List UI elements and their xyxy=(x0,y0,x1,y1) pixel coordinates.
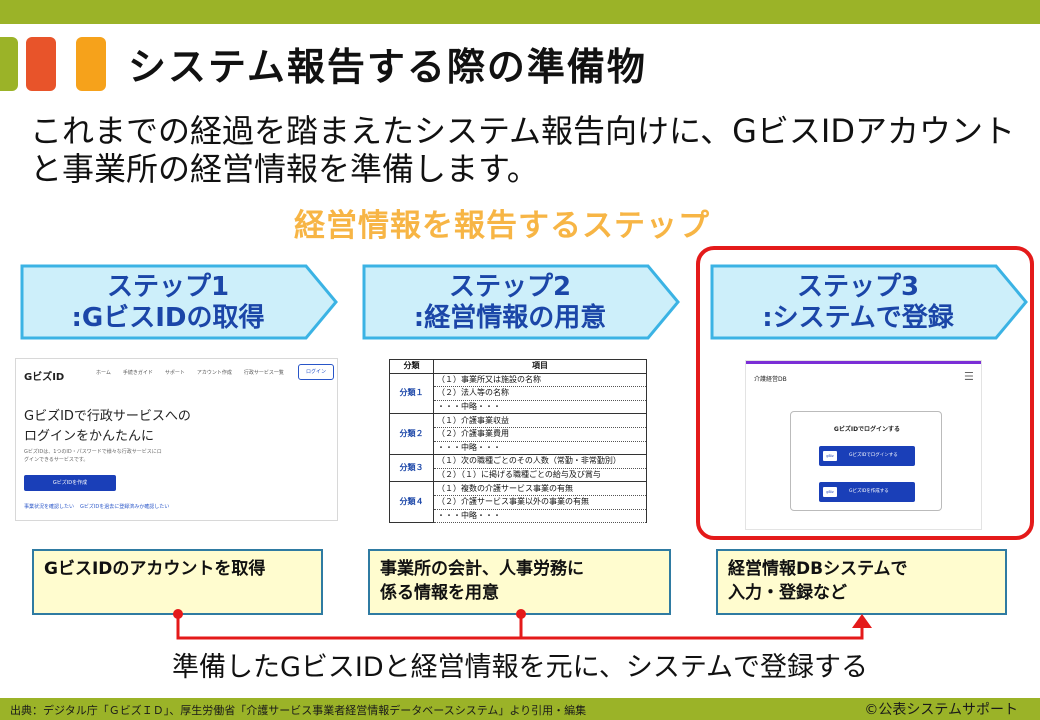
table-item: （２）介護サービス事業以外の事業の有無 xyxy=(433,494,647,510)
table-header: 項目 xyxy=(433,359,647,374)
table-row: 分類４ （１）複数の介護サービス事業の有無 xyxy=(389,481,647,524)
step-2-text: ステップ2 :経営情報の用意 xyxy=(362,272,658,334)
gbizid-nav-item: ホーム xyxy=(96,370,111,376)
step-3-number: ステップ3 xyxy=(796,272,920,302)
table-item: （１）次の職種ごとのその人数（常勤・非常勤別） xyxy=(433,454,647,469)
info-box-2-line2: 係る情報を用意 xyxy=(380,583,499,603)
step-1-number: ステップ1 xyxy=(106,272,230,302)
top-accent-bar xyxy=(0,0,1040,24)
step-arrow-shape xyxy=(20,264,338,340)
gbizid-links: 事業状況を確認したい GビズIDを過去に登録済みか確認したい xyxy=(24,503,169,510)
gbizid-nav-item: アカウント作成 xyxy=(196,370,232,376)
table-row: 分類３ （１）次の職種ごとのその人数（常勤・非常勤別） xyxy=(389,454,647,483)
info-box-2-line1: 事業所の会計、人事労務に xyxy=(380,559,584,579)
table-category: 分類３ xyxy=(389,454,434,483)
summary-text: 準備したGビスIDと経営情報を元に、システムで登録する xyxy=(171,652,869,683)
db-login-button: gBiz GビズIDでログインする xyxy=(819,446,915,466)
table-item: （１）複数の介護サービス事業の有無 xyxy=(433,481,647,496)
table-item: （１）事業所又は施設の名称 xyxy=(433,372,647,388)
gbizid-login-button: ログイン xyxy=(298,364,334,380)
db-login-card: GビズIDでログインする gBiz GビズIDでログインする gBiz GビズI… xyxy=(790,411,942,511)
gbiz-badge-icon: gBiz xyxy=(823,451,837,461)
gbizid-nav-item: 手続きガイド xyxy=(122,370,153,376)
step-arrow-shape xyxy=(362,264,680,340)
arrowhead-icon xyxy=(852,614,872,628)
table-item: ・・・中略・・・ xyxy=(433,399,647,415)
gbizid-description: GビズIDは、1つのID・パスワードで様々な行政サービスにログインできるサービス… xyxy=(24,449,162,463)
gbiz-badge-icon: gBiz xyxy=(823,487,837,497)
kaigo-db-screenshot: 介護経営DB ☰ GビズIDでログインする gBiz GビズIDでログインする … xyxy=(745,360,982,530)
table-item: （２）（１）に掲げる職種ごとの給与及び賞与 xyxy=(433,467,647,483)
slide-title: システム報告する際の準備物 xyxy=(128,45,647,89)
table-item: （２）法人等の名称 xyxy=(433,386,647,401)
info-box-3: 経営情報DBシステムで 入力・登録など xyxy=(716,549,1007,615)
info-box-2: 事業所の会計、人事労務に 係る情報を用意 xyxy=(368,549,671,615)
gbizid-link: 事業状況を確認したい xyxy=(24,504,75,510)
table-item: （２）介護事業費用 xyxy=(433,426,647,442)
bottom-accent-bar xyxy=(0,698,1040,720)
step-3-highlight-frame xyxy=(696,246,1034,540)
step-1-arrow: ステップ1 :GビスIDの取得 xyxy=(20,264,340,340)
step-3-text: ステップ3 :システムで登録 xyxy=(710,272,1006,334)
footer-source: 出典：デジタル庁「ＧビズＩＤ」、厚生労働省「介護サービス事業者経営情報データベー… xyxy=(10,704,587,717)
table-item: （１）介護事業収益 xyxy=(433,413,647,428)
footer-copyright: ©公表システムサポート xyxy=(864,702,1018,718)
step-3-label: :システムで登録 xyxy=(762,303,954,333)
step-2-number: ステップ2 xyxy=(448,272,572,302)
gbizid-nav-item: サポート xyxy=(164,370,185,376)
gbizid-logo: GビズID xyxy=(24,372,65,383)
table-header-row: 分類 項目 xyxy=(389,359,647,374)
step-1-text: ステップ1 :GビスIDの取得 xyxy=(20,272,316,334)
info-box-3-line2: 入力・登録など xyxy=(728,583,847,603)
title-decoration-orange xyxy=(76,37,106,91)
management-info-table: 分類 項目 分類１ （１）事業所又は施設の名称 （２）法人等の名称 ・・・中略・… xyxy=(389,359,647,524)
gbizid-nav-item: 行政サービス一覧 xyxy=(243,370,284,376)
table-category: 分類１ xyxy=(389,372,434,415)
title-decoration-red xyxy=(26,37,56,91)
title-decoration-green xyxy=(0,37,18,91)
db-app-name: 介護経営DB xyxy=(754,376,787,383)
table-row: ・・・中略・・・ xyxy=(390,508,647,524)
hamburger-menu-icon: ☰ xyxy=(964,370,974,383)
db-login-button-label: GビズIDでログインする xyxy=(849,453,898,458)
gbizid-create-button: GビズIDを作成 xyxy=(24,475,116,491)
table-item: ・・・中略・・・ xyxy=(433,508,647,524)
step-arrow-shape xyxy=(710,264,1028,340)
step-2-arrow: ステップ2 :経営情報の用意 xyxy=(362,264,682,340)
gbizid-screenshot: GビズID ホーム 手続きガイド サポート アカウント作成 行政サービス一覧 ロ… xyxy=(15,358,338,521)
table-row: 分類２ （１）介護事業収益 xyxy=(389,413,647,456)
db-top-line xyxy=(746,361,981,364)
info-box-1: GビスIDのアカウントを取得 xyxy=(32,549,323,615)
gbizid-link: GビズIDを過去に登録済みか確認したい xyxy=(80,504,170,510)
table-row: 分類１ （１）事業所又は施設の名称 xyxy=(389,372,647,415)
db-create-button: gBiz GビズIDを作成する xyxy=(819,482,915,502)
db-card-title: GビズIDでログインする xyxy=(833,426,901,433)
gbizid-heading: GビズIDで行政サービスへのログインをかんたんに xyxy=(24,409,191,444)
db-create-button-label: GビズIDを作成する xyxy=(849,489,889,494)
table-item: ・・・中略・・・ xyxy=(433,440,647,456)
section-heading: 経営情報を報告するステップ xyxy=(294,208,710,244)
step-3-arrow: ステップ3 :システムで登録 xyxy=(710,264,1030,340)
table-category: 分類２ xyxy=(389,413,434,456)
info-box-1-line1: GビスIDのアカウントを取得 xyxy=(44,559,266,579)
table-header: 分類 xyxy=(389,359,434,374)
step-2-label: :経営情報の用意 xyxy=(413,303,607,333)
info-box-3-line1: 経営情報DBシステムで xyxy=(728,559,908,579)
table-category: 分類４ xyxy=(389,481,434,524)
step-1-label: :GビスIDの取得 xyxy=(71,303,265,333)
gbizid-nav: ホーム 手続きガイド サポート アカウント作成 行政サービス一覧 xyxy=(96,369,284,376)
connector-line xyxy=(176,614,864,640)
slide-subtitle: これまでの経過を踏まえたシステム報告向けに、GビスIDアカウントと事業所の経営情… xyxy=(30,112,1015,188)
